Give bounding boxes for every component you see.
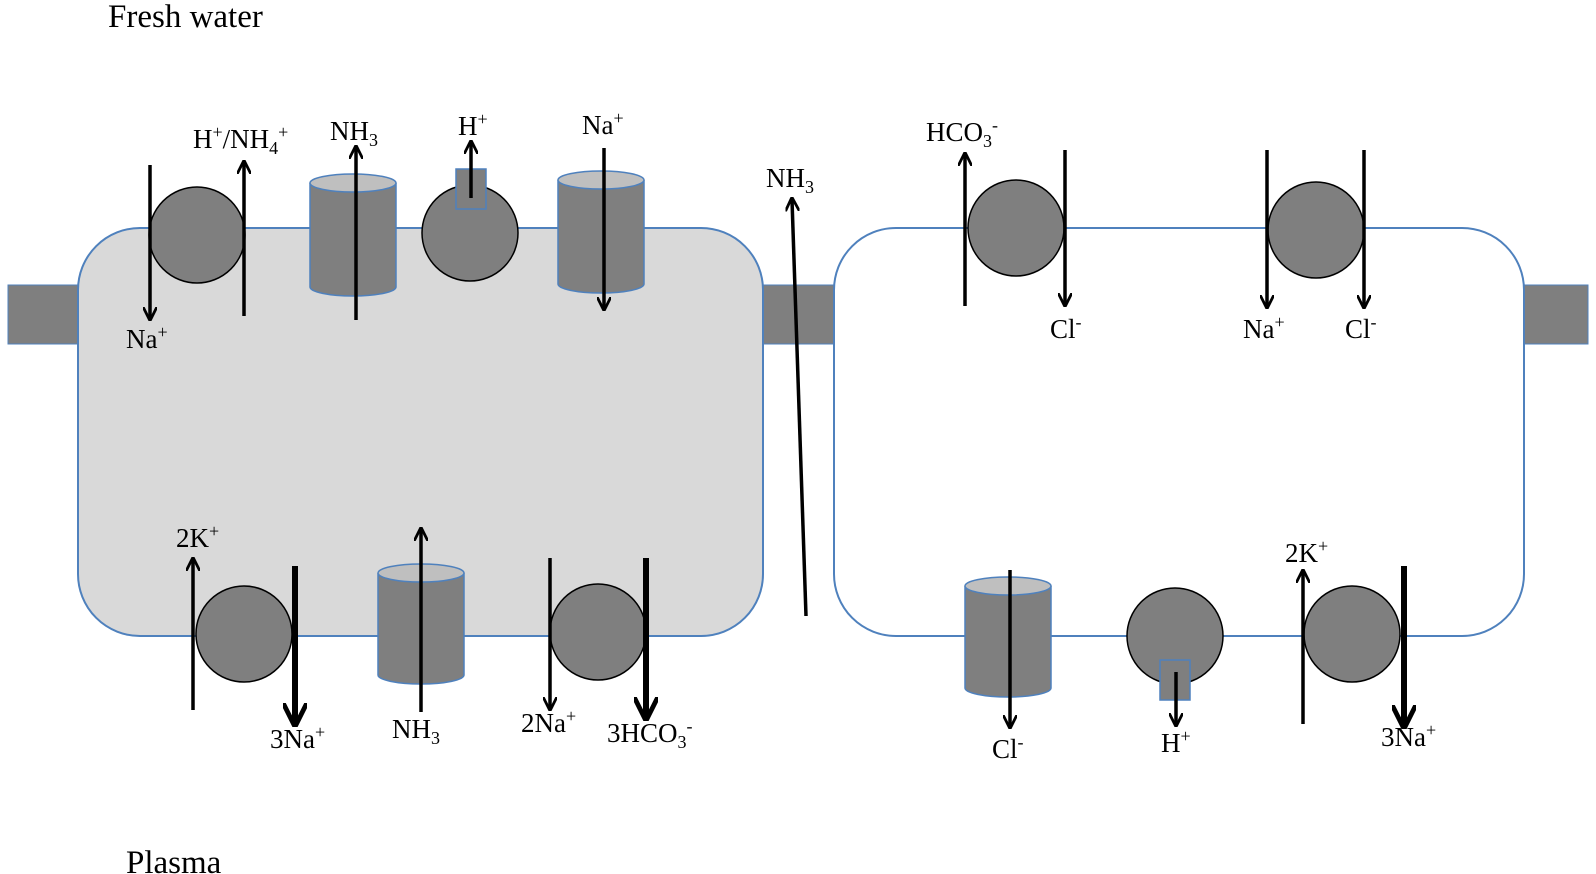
label-cl-basal: Cl- (992, 732, 1024, 764)
plasma-label: Plasma (126, 845, 222, 874)
rh-channel-apical (309, 173, 397, 297)
nka-pump-pvc (195, 585, 293, 683)
arrow-nh3-paracellular (792, 200, 808, 617)
label-2k-mrc: 2K+ (1285, 536, 1328, 568)
label-na-in: Na+ (126, 322, 168, 354)
cl-channel (964, 576, 1052, 698)
ncc-cotransporter (1267, 181, 1365, 279)
label-3na-mrc: 3Na+ (1381, 720, 1436, 752)
label-cl-in: Cl- (1050, 312, 1082, 344)
tight-junction-left (7, 284, 81, 345)
mitochondrion-rich-cell (833, 227, 1525, 637)
ae-exchanger (967, 179, 1065, 277)
fresh-water-label: Fresh water (108, 0, 263, 35)
label-2na: 2Na+ (521, 706, 576, 738)
label-h-basal: H+ (1161, 726, 1191, 758)
label-3na: 3Na+ (270, 722, 325, 754)
nhe-exchanger (148, 186, 246, 284)
label-cl-in-mrc: Cl- (1345, 312, 1377, 344)
label-2k: 2K+ (176, 521, 219, 553)
nbc-cotransporter (549, 583, 647, 681)
na-channel (557, 170, 645, 294)
label-3hco3: 3HCO3- (607, 716, 693, 752)
label-nh3-paracellular: NH3 (766, 163, 814, 197)
label-h-pump: H+ (458, 109, 488, 141)
label-nh3-basal: NH3 (392, 714, 440, 748)
label-na-channel: Na+ (582, 108, 624, 140)
nka-pump-mrc (1303, 585, 1401, 683)
label-hco3-out: HCO3- (926, 115, 998, 151)
label-h-nh4: H+/NH4+ (193, 122, 288, 158)
label-na-in-mrc: Na+ (1243, 312, 1285, 344)
label-nh3-apical: NH3 (330, 116, 378, 150)
